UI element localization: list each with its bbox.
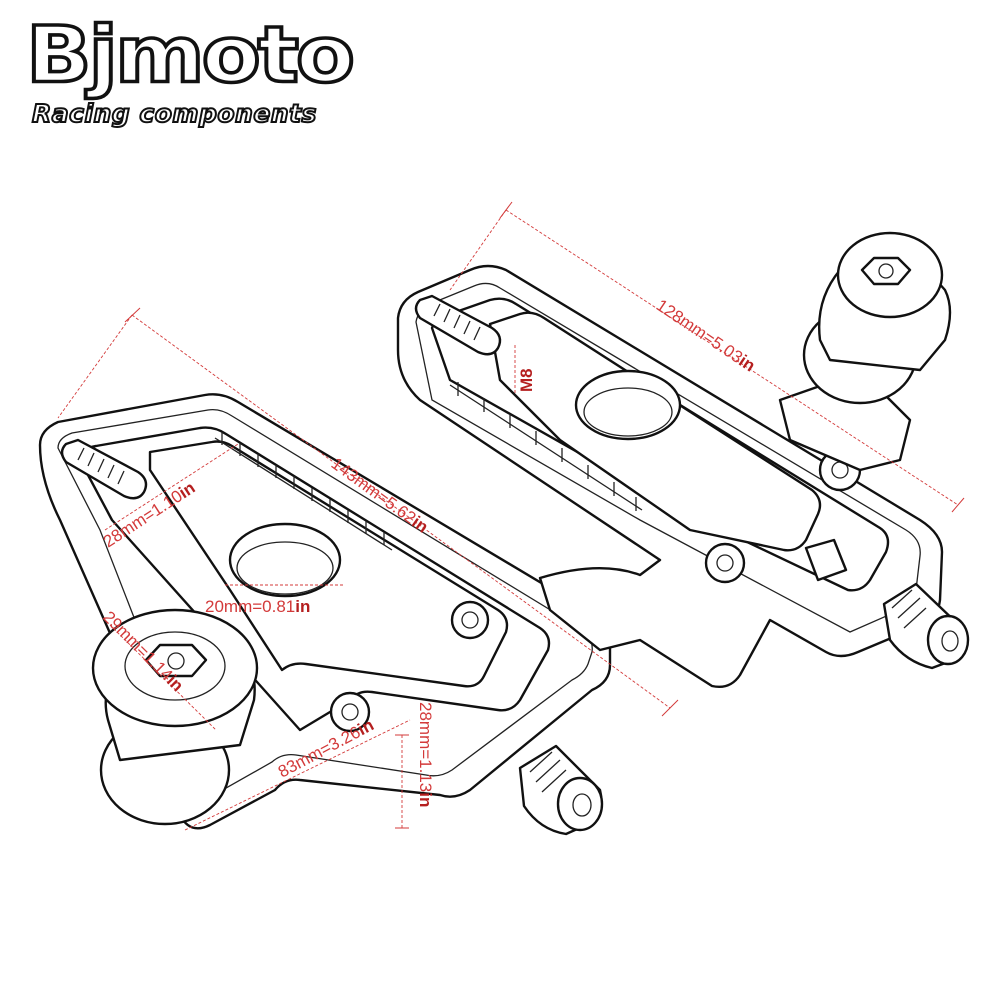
right-spool-slider	[778, 231, 952, 472]
brand-tagline: Racing components	[31, 99, 317, 129]
right-chain-adjuster	[396, 231, 970, 689]
label-bracket-height: 28mm=1.13in	[416, 702, 435, 807]
left-adjuster-face	[57, 408, 593, 801]
right-threaded-pin	[804, 538, 848, 582]
left-bolt-head-lower	[329, 691, 371, 733]
brand-logo: Bjmoto Racing components	[24, 10, 357, 129]
left-axle-hole	[228, 522, 342, 598]
label-hole-diameter: 20mm=0.81in	[205, 597, 310, 616]
left-spool-slider	[91, 608, 259, 826]
right-axle-hole	[574, 369, 682, 441]
right-bolt-head-lower	[704, 542, 746, 584]
left-chain-adjuster	[38, 393, 612, 836]
label-thread: M8	[517, 368, 536, 392]
right-scale-ticks	[449, 382, 643, 511]
left-end-nut	[518, 744, 604, 836]
left-scale-ticks	[214, 432, 393, 551]
brand-name: Bjmoto	[24, 10, 357, 101]
label-length-right: 128mm=5.03in	[653, 296, 759, 376]
dimension-lines	[57, 201, 965, 831]
right-end-nut	[882, 582, 970, 670]
right-adjuster-bolt	[414, 294, 502, 356]
left-adjuster-bolt	[60, 438, 148, 500]
left-bolt-head-upper	[450, 600, 490, 640]
